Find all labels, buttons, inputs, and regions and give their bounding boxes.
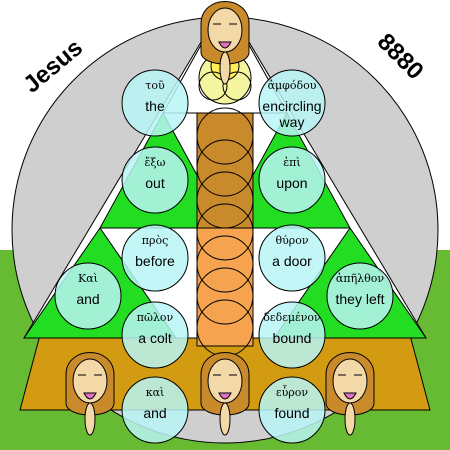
greek-word: ἀπῆλθον	[336, 272, 384, 285]
greek-word: ἔξω	[145, 156, 166, 169]
greek-word: ἀμφόδου	[268, 79, 317, 92]
word-bubble: πρὸς before	[121, 224, 189, 292]
english-word: and	[143, 405, 166, 421]
bubble-circle	[121, 146, 189, 214]
english-word: the	[145, 98, 165, 114]
bubble-circle	[258, 376, 326, 444]
face-icon	[65, 352, 115, 436]
word-bubble: Καὶ and	[54, 262, 122, 330]
english-word: they left	[335, 291, 384, 307]
english-word: found	[274, 405, 309, 421]
bubble-circle	[258, 301, 326, 369]
bubble-circle	[258, 146, 326, 214]
bubble-circle	[258, 224, 326, 292]
word-bubble: τοῦ the	[121, 69, 189, 137]
word-bubble: καὶ and	[121, 376, 189, 444]
column-lower	[196, 227, 254, 347]
bubble-circle	[121, 69, 189, 137]
english-word: a door	[272, 253, 312, 269]
english-word: encircling	[262, 98, 321, 114]
greek-word: Καὶ	[78, 272, 98, 285]
english-word: before	[135, 253, 175, 269]
face-icon	[200, 1, 250, 85]
bubble-circle	[326, 262, 394, 330]
word-bubble: ἔξω out	[121, 146, 189, 214]
bubble-circle	[121, 376, 189, 444]
column-upper	[196, 112, 254, 229]
greek-word: καὶ	[146, 386, 165, 399]
word-bubble: ἀπῆλθον they left	[326, 262, 394, 330]
face-icon	[200, 352, 250, 436]
word-bubble: πῶλον a colt	[121, 301, 189, 369]
greek-word: πῶλον	[137, 311, 174, 324]
word-bubble: ἐπὶ upon	[258, 146, 326, 214]
greek-word: ἐπὶ	[283, 156, 300, 169]
face-icon	[325, 352, 375, 436]
greek-word: θύρον	[275, 234, 308, 247]
bubble-circle	[121, 224, 189, 292]
english-word: upon	[276, 175, 307, 191]
bubble-circle	[258, 69, 326, 137]
greek-word: εὗρον	[276, 385, 308, 399]
greek-word: πρὸς	[142, 234, 168, 247]
word-bubble: δεδεμένον bound	[258, 301, 326, 369]
word-bubble: εὗρον found	[258, 376, 326, 444]
word-bubble: θύρον a door	[258, 224, 326, 292]
bubble-circle	[54, 262, 122, 330]
english-word: way	[279, 114, 305, 130]
english-word: bound	[273, 330, 312, 346]
english-word: a colt	[138, 330, 172, 346]
bubble-circle	[121, 301, 189, 369]
english-word: and	[76, 291, 99, 307]
greek-word: δεδεμένον	[263, 311, 321, 324]
english-word: out	[145, 175, 165, 191]
greek-word: τοῦ	[145, 79, 165, 92]
